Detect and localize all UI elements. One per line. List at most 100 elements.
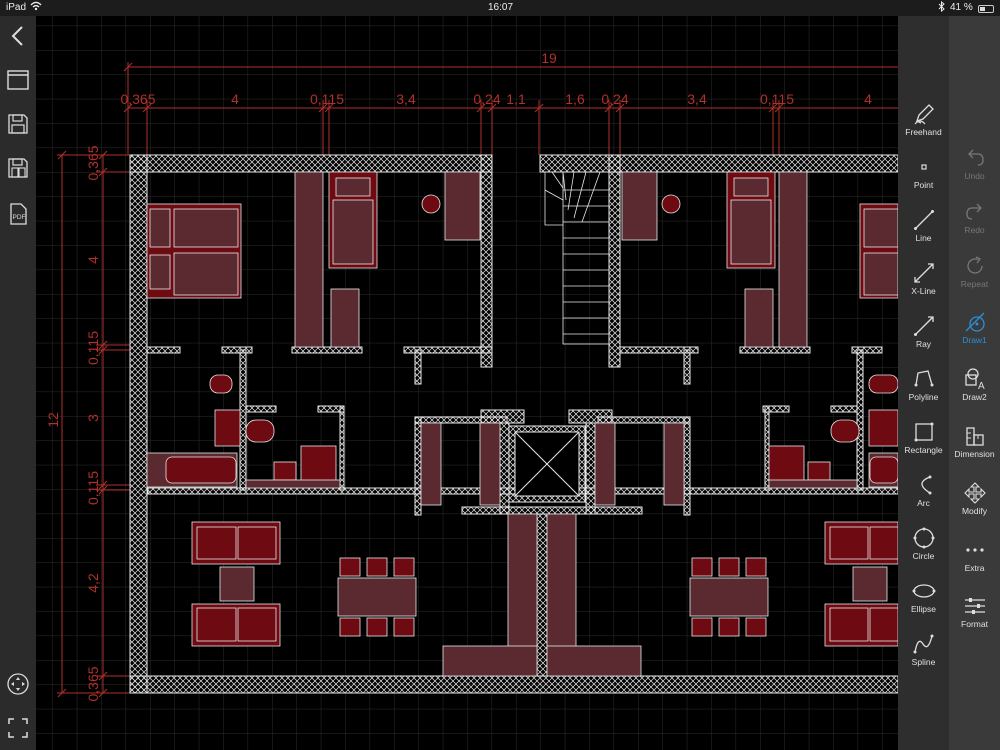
point-icon [920, 164, 927, 170]
draw-tools-panel: Freehand Point Line X-Line Ray Polyline … [898, 16, 949, 750]
clock: 16:07 [488, 2, 514, 13]
dim-left-3: 0,115 [85, 331, 101, 365]
elevator [508, 425, 586, 503]
tool-point[interactable]: Point [898, 151, 949, 203]
dim-left-5: 0,115 [85, 471, 101, 505]
drawing-canvas[interactable]: 19 0,365 4 0,115 3,4 0,24 1,1 1,6 0,24 3… [36, 16, 898, 750]
dim-top-3: 0,115 [310, 91, 344, 107]
staircase [544, 171, 610, 345]
tool-circle[interactable]: Circle [898, 522, 949, 574]
dim-left-total: 12 [45, 412, 61, 428]
polyline-icon [914, 370, 933, 387]
category-draw2[interactable]: A Draw2 [949, 363, 1000, 415]
dim-left-7: 0,365 [85, 666, 101, 701]
tool-label: Freehand [905, 127, 942, 137]
dim-top-8: 0,24 [601, 91, 628, 107]
dim-top-1: 0,365 [120, 91, 155, 107]
tool-label: Spline [911, 657, 936, 667]
circle-icon [913, 527, 934, 549]
category-format[interactable]: Format [949, 590, 1000, 642]
fullscreen-button[interactable] [6, 716, 30, 740]
tool-label: Redo [964, 225, 985, 235]
save-as-button[interactable] [6, 156, 30, 180]
tool-label: Ray [915, 339, 932, 349]
floppy-disk-multiple-icon [8, 158, 28, 178]
category-modify[interactable]: Modify [949, 477, 1000, 529]
tool-label: Undo [964, 171, 985, 181]
tool-label: Draw2 [962, 392, 987, 402]
status-bar: iPad 16:07 41 % [0, 0, 1000, 16]
pan-button[interactable] [6, 672, 30, 696]
expand-icon [8, 718, 28, 738]
category-extra[interactable]: Extra [949, 534, 1000, 586]
tool-label: Format [961, 619, 988, 629]
line-icon [913, 210, 934, 230]
tool-ray[interactable]: Ray [898, 310, 949, 362]
tool-label: Draw1 [962, 335, 987, 345]
device-name: iPad [6, 2, 27, 13]
svg-text:A: A [978, 381, 985, 391]
arc-icon [920, 475, 931, 495]
draw1-icon [965, 312, 985, 332]
tool-label: Extra [964, 563, 985, 573]
tool-label: Point [913, 180, 934, 190]
more-dots-icon [965, 548, 984, 552]
tool-freehand[interactable]: Freehand [898, 98, 949, 150]
export-pdf-button[interactable]: PDF [6, 202, 30, 226]
undo-button[interactable]: Undo [949, 142, 1000, 194]
tool-label: Arc [917, 498, 930, 508]
move-icon [963, 482, 986, 504]
save-button[interactable] [6, 112, 30, 136]
category-dimension[interactable]: Dimension [949, 420, 1000, 472]
redo-button[interactable]: Redo [949, 196, 1000, 248]
xline-icon [913, 263, 934, 283]
dim-top-10: 0,115 [760, 91, 794, 107]
sliders-icon [964, 598, 985, 614]
dim-left-4: 3 [85, 414, 101, 422]
tool-label: X-Line [911, 286, 936, 296]
furniture [146, 171, 898, 677]
tool-line[interactable]: Line [898, 204, 949, 256]
category-draw1[interactable]: Draw1 [949, 306, 1000, 358]
dim-top-9: 3,4 [687, 91, 707, 107]
tool-rectangle[interactable]: Rectangle [898, 416, 949, 468]
back-button[interactable] [6, 24, 30, 48]
dim-left-1: 0,365 [85, 145, 101, 180]
draw2-icon: A [964, 368, 985, 391]
dim-top-total: 19 [541, 50, 557, 66]
wifi-icon [30, 1, 42, 14]
dim-top-11: 4 [864, 91, 872, 107]
tool-arc[interactable]: Arc [898, 469, 949, 521]
layers-button[interactable] [6, 68, 30, 92]
ellipse-icon [912, 584, 935, 598]
dim-top-7: 1,6 [565, 91, 585, 107]
tool-label: Line [915, 233, 932, 243]
dimension-texts: 19 0,365 4 0,115 3,4 0,24 1,1 1,6 0,24 3… [45, 50, 872, 702]
tool-label: Rectangle [904, 445, 943, 455]
tool-label: Ellipse [910, 604, 937, 614]
dim-top-4: 3,4 [396, 91, 416, 107]
tool-xline[interactable]: X-Line [898, 257, 949, 309]
category-panel: Undo Redo Repeat Draw1 A Draw2 Dimension… [949, 16, 1000, 750]
dim-left-6: 4,2 [85, 573, 101, 593]
tool-label: Polyline [908, 392, 939, 402]
undo-icon [967, 149, 984, 166]
tool-spline[interactable]: Spline [898, 628, 949, 680]
tool-polyline[interactable]: Polyline [898, 363, 949, 415]
tool-ellipse[interactable]: Ellipse [898, 575, 949, 627]
window-icon [7, 70, 29, 90]
repeat-icon [966, 256, 983, 274]
rectangle-icon [914, 422, 933, 442]
dim-top-2: 4 [231, 91, 239, 107]
svg-text:PDF: PDF [13, 214, 26, 221]
dim-top-6: 1,1 [506, 91, 526, 107]
floppy-disk-icon [8, 114, 28, 134]
repeat-button[interactable]: Repeat [949, 250, 1000, 302]
move-arrows-icon [7, 673, 29, 695]
redo-icon [965, 203, 982, 220]
tool-label: Repeat [960, 279, 989, 289]
dimension-icon [965, 427, 984, 446]
spline-icon [913, 634, 933, 654]
dim-top-5: 0,24 [473, 91, 500, 107]
tool-label: Dimension [954, 449, 995, 459]
